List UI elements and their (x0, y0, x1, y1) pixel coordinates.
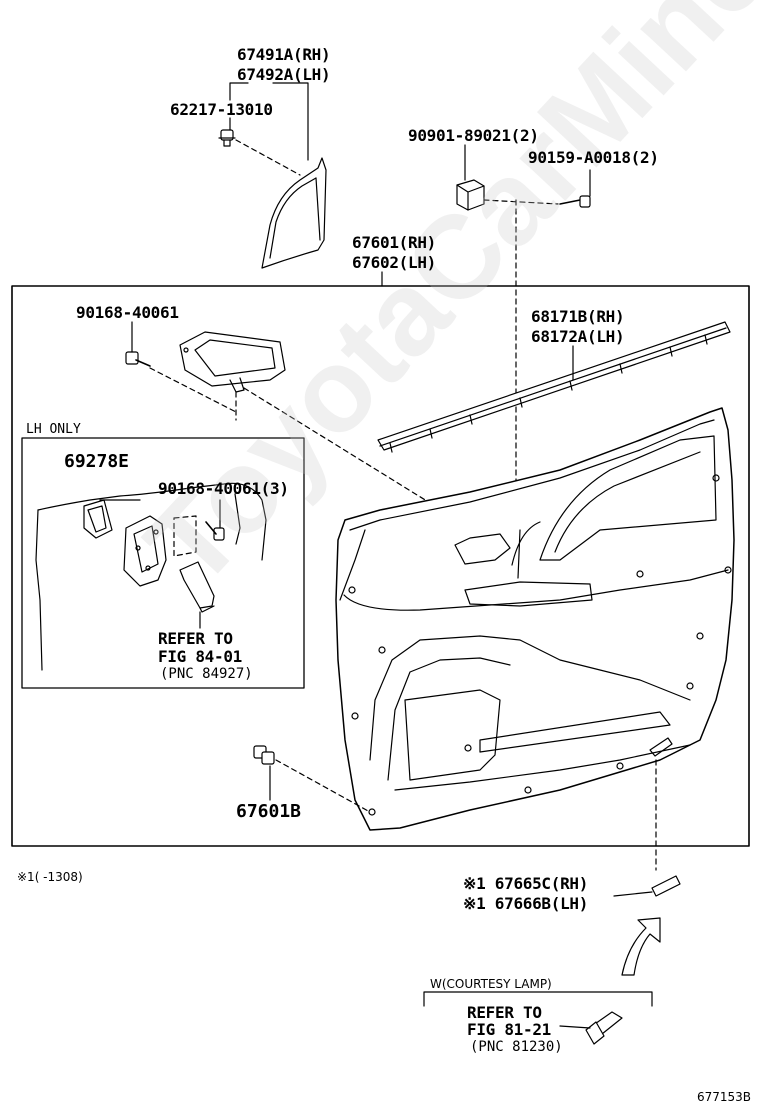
refer-to-81-21-line2: FIG 81-21 (467, 1020, 551, 1039)
dashed-leader (149, 367, 237, 413)
screw-90159-part (559, 195, 591, 208)
footnote-1: ※1( -1308) (17, 870, 83, 884)
bracket-90901-part (456, 179, 485, 211)
refer-to-81-21-line3: (PNC 81230) (470, 1039, 563, 1055)
part-label-68172a: 68172A(LH) (531, 327, 625, 346)
part-label-67492a: 67492A(LH) (237, 65, 331, 84)
dashed-outline (173, 515, 197, 557)
refer-to-84-01-line1: REFER TO (158, 629, 233, 648)
part-label-67666b: ※1 67666B(LH) (463, 894, 589, 913)
leader-line (613, 891, 653, 897)
clip-67601b-part (253, 745, 275, 765)
courtesy-lamp-bracket (423, 991, 653, 1007)
lh-only-switch-parts (35, 482, 267, 671)
dashed-leader (243, 387, 491, 541)
refer-to-81-21-line1: REFER TO (467, 1003, 542, 1022)
leader-line (229, 82, 249, 101)
refer-to-84-01-line2: FIG 84-01 (158, 647, 242, 666)
part-label-90168-x3: 90168-40061(3) (158, 479, 289, 498)
part-label-90159: 90159-A0018(2) (528, 148, 659, 167)
diagram-id: 677153B (697, 1090, 752, 1104)
part-label-67601: 67601(RH) (352, 233, 436, 252)
dashed-leader (235, 139, 301, 176)
part-label-67665c: ※1 67665C(RH) (463, 874, 589, 893)
part-label-69278e: 69278E (64, 451, 130, 472)
lh-only-frame (21, 437, 305, 689)
lh-only-label: LH ONLY (26, 422, 81, 437)
part-label-67491a: 67491A(RH) (237, 45, 331, 64)
weatherstrip-part (377, 321, 731, 453)
dashed-leader (483, 199, 559, 205)
pillar-garnish-part (261, 157, 327, 269)
pull-handle-bracket-part (179, 331, 286, 393)
part-label-67601b: 67601B (236, 801, 302, 822)
part-label-62217: 62217-13010 (170, 100, 273, 119)
screw-90168-part (125, 351, 151, 367)
leader-line (559, 1025, 591, 1029)
clip-62217-part (218, 129, 236, 147)
dashed-leader (275, 759, 371, 813)
leader-line (272, 82, 309, 161)
main-assembly-frame (11, 285, 750, 847)
courtesy-lens-part (651, 875, 681, 897)
courtesy-lamp-part (585, 1011, 623, 1045)
part-label-90901: 90901-89021(2) (408, 126, 539, 145)
part-label-90168: 90168-40061 (76, 303, 179, 322)
door-trim-panel-part (335, 407, 735, 831)
refer-to-84-01-line3: (PNC 84927) (160, 666, 253, 682)
part-label-68171b: 68171B(RH) (531, 307, 625, 326)
part-label-67602: 67602(LH) (352, 253, 436, 272)
arrow-icon (621, 917, 661, 976)
courtesy-lamp-label: W(COURTESY LAMP) (430, 977, 552, 991)
